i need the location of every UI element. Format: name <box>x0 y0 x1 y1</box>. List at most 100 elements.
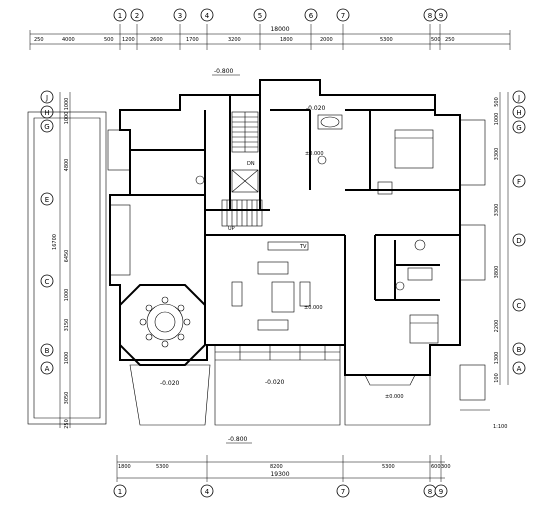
left-dim-7: 1000 <box>64 352 70 365</box>
right-dimension-chain: 500 1000 3300 3300 3800 2200 1300 100 <box>494 92 509 385</box>
svg-text:4: 4 <box>205 12 210 20</box>
svg-text:J: J <box>517 94 520 102</box>
dining-bay <box>119 284 206 366</box>
svg-text:D: D <box>516 237 521 245</box>
bottom-dim-5: 600 <box>431 464 441 470</box>
tv-label: TV <box>299 244 307 250</box>
right-grid-bubbles: J H G F D C B A <box>512 90 526 375</box>
left-dim-6: 3150 <box>64 319 70 332</box>
svg-text:3: 3 <box>178 12 182 20</box>
svg-text:A: A <box>517 365 522 373</box>
top-total-dimension: 18000 <box>270 26 289 33</box>
svg-text:8: 8 <box>428 488 432 496</box>
bottom-total-dimension: 19300 <box>270 471 289 478</box>
grid-bubble-top-4: 4 <box>200 8 214 22</box>
top-dim-6: 1700 <box>186 37 199 43</box>
grid-bubble-left-A: A <box>40 361 54 375</box>
level-left-terrace: -0.020 <box>160 380 180 387</box>
grid-bubble-left-E: E <box>40 192 54 206</box>
grid-bubble-top-7: 7 <box>336 8 350 22</box>
grid-bubble-left-J: J <box>40 90 54 104</box>
toilet-upper <box>317 155 327 165</box>
grid-bubble-top-6: 6 <box>304 8 318 22</box>
svg-text:H: H <box>44 109 49 117</box>
left-grid-bubbles: J H G E C B A <box>40 90 54 375</box>
grid-bubble-bottom-7: 7 <box>336 484 350 498</box>
bottom-dim-4: 5300 <box>382 464 395 470</box>
right-balconies <box>459 119 490 411</box>
toilet-lower <box>395 281 405 291</box>
grid-bubble-bottom-9: 9 <box>434 484 448 498</box>
grid-bubble-top-3: 3 <box>173 8 187 22</box>
living-room-furniture: TV <box>231 241 311 331</box>
bottom-dim-3: 8200 <box>270 464 283 470</box>
annotations: DN UP 1:100 <box>228 161 507 430</box>
bed-lower <box>409 314 439 344</box>
level-upper: -0.020 <box>306 105 326 112</box>
grid-bubble-right-D: D <box>512 233 526 247</box>
level-right-terrace: ±0.000 <box>385 394 404 400</box>
svg-text:4: 4 <box>205 488 210 496</box>
svg-text:5: 5 <box>258 12 262 20</box>
grid-bubble-bottom-4: 4 <box>200 484 214 498</box>
grid-bubble-right-B: B <box>512 342 526 356</box>
svg-text:7: 7 <box>341 488 345 496</box>
svg-text:B: B <box>517 346 522 354</box>
level-porch: -0.020 <box>265 379 285 386</box>
bottom-dimension-chain: 1800 5300 8200 5300 600 300 19300 <box>116 455 451 482</box>
svg-text:7: 7 <box>341 12 345 20</box>
armchair-left <box>231 281 243 307</box>
level-living: ±0.000 <box>304 305 323 311</box>
right-dim-2: 1000 <box>494 113 500 126</box>
left-total-dimension: 16700 <box>52 234 58 250</box>
svg-text:9: 9 <box>439 12 443 20</box>
right-dim-1: 500 <box>494 97 500 107</box>
right-dim-4: 3300 <box>494 204 500 217</box>
grid-bubble-top-5: 5 <box>253 8 267 22</box>
top-dim-2: 4000 <box>62 37 75 43</box>
grid-bubble-bottom-8: 8 <box>423 484 437 498</box>
stair-up-label: UP <box>228 226 235 232</box>
basin <box>414 239 426 251</box>
top-dim-9: 2000 <box>320 37 333 43</box>
top-dim-7: 3200 <box>228 37 241 43</box>
left-dim-3: 4800 <box>64 159 70 172</box>
svg-text:2: 2 <box>135 12 139 20</box>
top-dim-1: 250 <box>34 37 44 43</box>
top-dim-4: 1200 <box>122 37 135 43</box>
svg-text:6: 6 <box>309 12 314 20</box>
grid-bubble-left-B: B <box>40 343 54 357</box>
right-dim-6: 2200 <box>494 320 500 333</box>
left-dimension-chain: 16700 1000 1000 4800 6450 1000 3150 1000… <box>52 92 71 429</box>
svg-text:H: H <box>516 109 521 117</box>
svg-text:8: 8 <box>428 12 432 20</box>
tv-cabinet <box>267 241 309 251</box>
top-dim-3: 500 <box>104 37 114 43</box>
level-bottom: -0.800 <box>228 436 248 443</box>
right-dim-7: 1300 <box>494 352 500 365</box>
svg-text:F: F <box>517 178 521 186</box>
sofa-bottom <box>257 319 289 331</box>
toilet-left <box>195 175 205 185</box>
bed-upper <box>394 129 434 169</box>
top-dim-10: 5300 <box>380 37 393 43</box>
top-dimension-chain: 18000 250 4000 500 1200 2600 1700 3200 1… <box>29 24 511 50</box>
grid-bubble-top-8: 8 <box>423 8 437 22</box>
exterior-walls <box>109 79 461 376</box>
svg-text:9: 9 <box>439 488 443 496</box>
round-dining-table <box>146 303 184 341</box>
interior-walls <box>130 95 460 345</box>
level-top: -0.800 <box>214 68 234 75</box>
left-terrace <box>129 364 211 426</box>
top-dim-12: 250 <box>445 37 455 43</box>
left-dim-4: 6450 <box>64 250 70 263</box>
top-dim-8: 1800 <box>280 37 293 43</box>
left-dim-1: 1000 <box>64 98 70 111</box>
bedroom-furniture <box>195 114 439 344</box>
sofa-top <box>257 261 289 275</box>
stair-down-label: DN <box>247 161 255 167</box>
staircase <box>221 111 263 227</box>
coffee-table <box>271 281 295 313</box>
